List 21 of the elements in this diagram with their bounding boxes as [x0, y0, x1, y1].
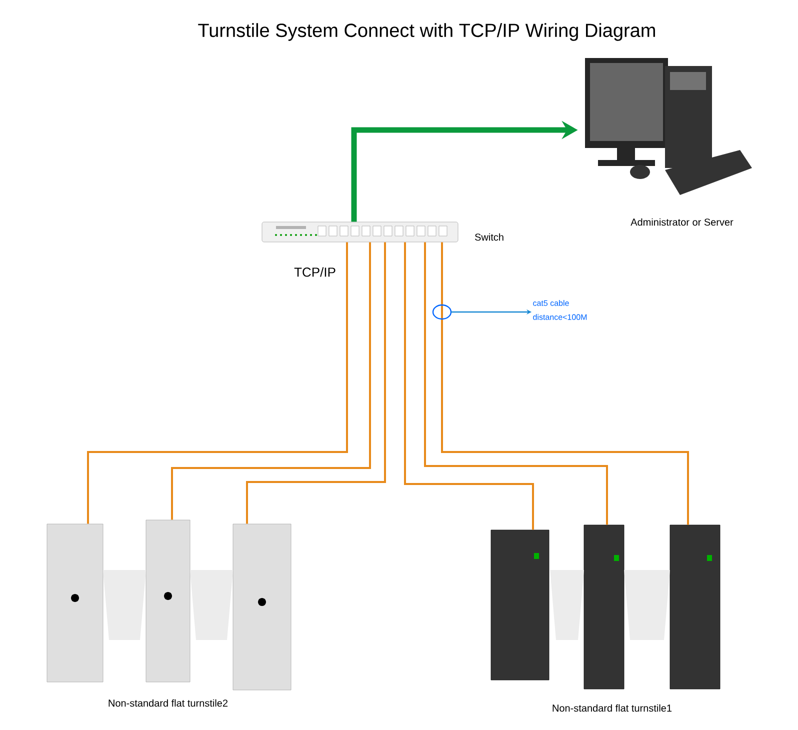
turnstile-drawing — [46, 524, 104, 682]
label: Non-standard flat turnstile2 — [108, 699, 228, 707]
cable-line — [87, 242, 348, 524]
switch-drawing — [262, 222, 458, 242]
computer-drawing — [585, 58, 752, 195]
label: TCP/IP — [294, 267, 336, 277]
turnstile-drawing — [490, 530, 550, 680]
cable-line — [171, 242, 371, 520]
title: Turnstile System Connect with TCP/IP Wiring Diagram — [198, 23, 655, 41]
callout-text: cat5 cable distance<100M — [533, 300, 587, 320]
cable-line — [424, 242, 608, 525]
turnstile-drawing — [584, 524, 624, 690]
cable-line — [404, 242, 534, 530]
cable-line — [246, 242, 386, 524]
turnstile-drawing — [670, 524, 720, 690]
node-label: Switch — [475, 233, 504, 241]
turnstile-drawing — [232, 524, 292, 690]
node-label: Administrator or Server — [630, 218, 734, 226]
turnstile-drawing — [146, 520, 190, 682]
cable-line — [441, 242, 689, 525]
label: Non-standard flat turnstile1 — [552, 704, 672, 712]
